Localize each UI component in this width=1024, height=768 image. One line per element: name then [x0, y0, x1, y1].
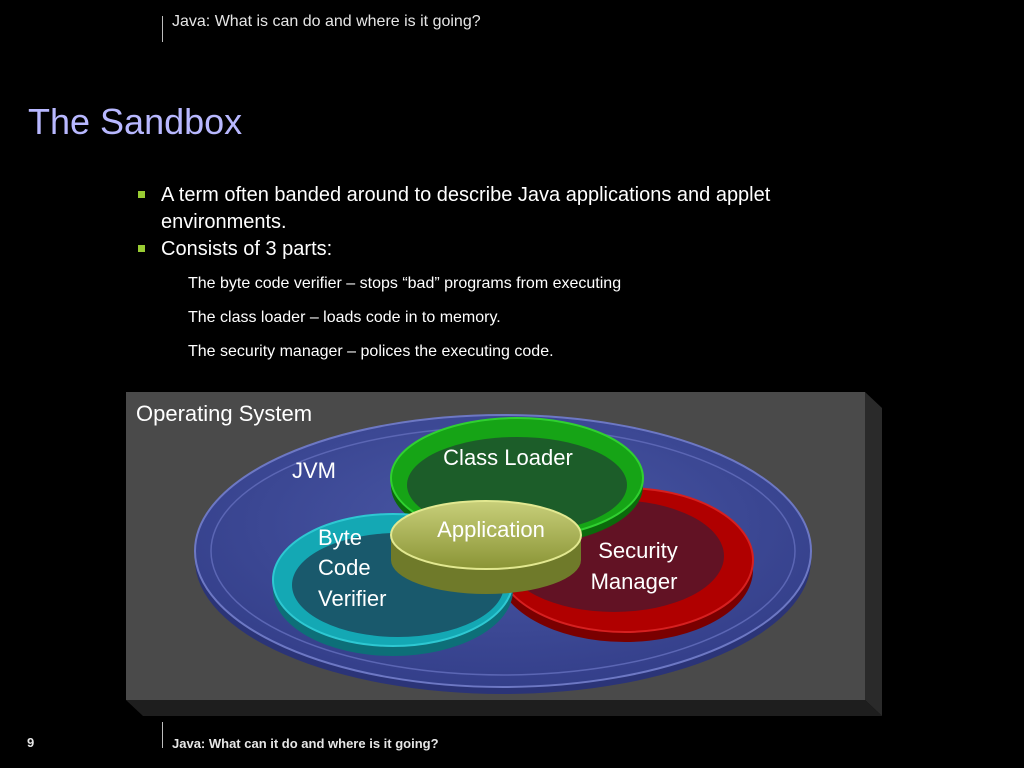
bullet-marker — [138, 245, 145, 252]
class-loader-label: Class Loader — [443, 445, 573, 470]
footer-text: Java: What can it do and where is it goi… — [172, 736, 439, 751]
application-cylinder — [390, 500, 582, 594]
operating-system-box — [126, 392, 882, 716]
sub-bullet-item: The byte code verifier – stops “bad” pro… — [188, 275, 622, 292]
bullet-text: Consists of 3 parts: — [161, 238, 333, 260]
jvm-disc — [194, 414, 812, 694]
bullet-text: A term often banded around to describe J… — [161, 184, 771, 233]
jvm-label: JVM — [292, 458, 336, 483]
class-loader-disc — [390, 417, 644, 546]
bullet-marker — [138, 191, 145, 198]
verifier-label-line: Code — [318, 555, 371, 580]
verifier-label-line: Byte — [318, 525, 362, 550]
header-text: Java: What is can do and where is it goi… — [172, 13, 481, 30]
sub-list-container: The byte code verifier – stops “bad” pro… — [138, 267, 898, 369]
footer-divider — [162, 722, 163, 748]
slide-title: The Sandbox — [28, 101, 243, 142]
os-box-side — [865, 392, 882, 716]
sub-bullet-list: The byte code verifier – stops “bad” pro… — [138, 267, 898, 369]
bullet-item: A term often banded around to describe J… — [138, 182, 898, 236]
os-label: Operating System — [136, 401, 312, 426]
security-label-line: Security — [598, 538, 677, 563]
security-manager-disc — [496, 487, 754, 642]
sub-bullet-item: The class loader – loads code in to memo… — [188, 309, 501, 326]
security-label-line: Manager — [591, 569, 678, 594]
bullet-list: A term often banded around to describe J… — [138, 182, 898, 369]
verifier-label-line: Verifier — [318, 586, 386, 611]
byte-code-verifier-disc — [272, 513, 514, 656]
os-box-bottom — [126, 700, 882, 716]
sub-bullet-item: The security manager – polices the execu… — [188, 343, 554, 360]
os-box-face — [126, 392, 865, 700]
header-divider — [162, 16, 163, 42]
bullet-item: Consists of 3 parts: — [138, 236, 898, 263]
page-number: 9 — [27, 735, 35, 750]
application-label: Application — [437, 517, 545, 542]
